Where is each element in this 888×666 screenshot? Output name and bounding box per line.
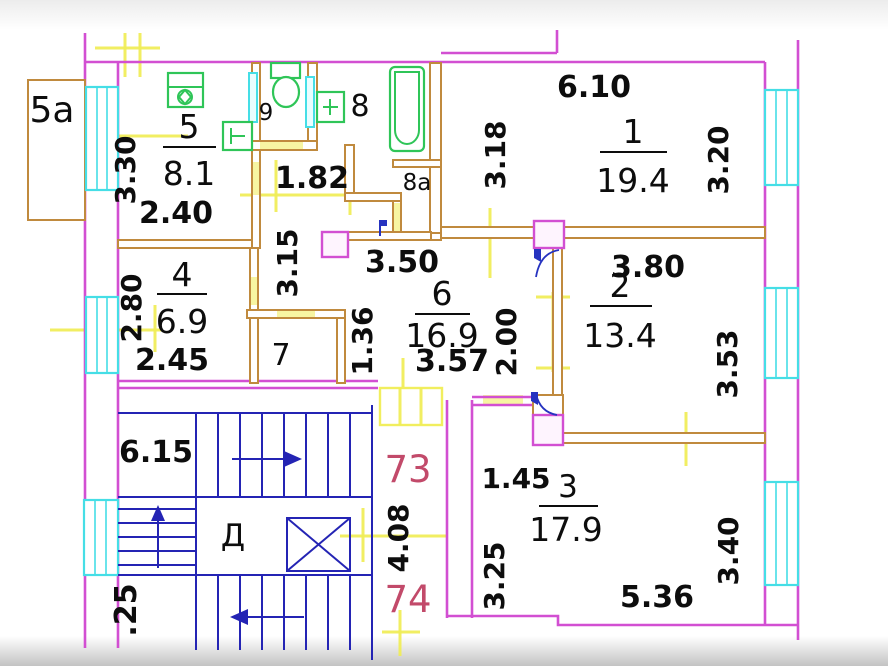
dim-living3-width: 5.36 (620, 580, 694, 615)
balcony-label: 5a (30, 90, 75, 131)
window-living1 (763, 88, 800, 187)
kitchen-stove (166, 71, 205, 109)
room-living2-number: 2 (610, 266, 631, 305)
dim-living3-left: 3.25 (478, 541, 511, 610)
toilet (269, 61, 302, 109)
door-kitchen (248, 72, 258, 123)
bath-sink (315, 90, 346, 124)
door-swings (379, 220, 560, 416)
top-fade-band (0, 0, 888, 30)
dim-kitchen-depth: 3.30 (109, 135, 142, 204)
room-kitchen-area: 8.1 (163, 154, 215, 193)
dim-living3-right: 3.40 (712, 516, 745, 585)
dim-hall-right: 2.00 (490, 307, 523, 376)
dim-hall-bottom: 3.57 (415, 344, 489, 379)
dim-living1-depth-left: 3.18 (479, 120, 512, 189)
fixtures (166, 61, 426, 153)
dim-landing-depth: 4.08 (382, 503, 415, 572)
kitchen-sink (221, 120, 254, 152)
balcony-outline (27, 79, 86, 221)
elevator-shaft (286, 517, 351, 572)
dim-stair-width: 6.15 (119, 435, 193, 470)
window-living2 (763, 286, 800, 380)
room-living3-area: 17.9 (529, 510, 602, 549)
dim-living1-width: 6.10 (557, 70, 631, 105)
elevator-letter: Д (221, 518, 245, 554)
room-living2-area: 13.4 (583, 316, 656, 355)
room-kitchen-number: 5 (179, 107, 200, 146)
window-stairwell (82, 498, 120, 577)
room-room4-number: 4 (172, 255, 193, 294)
window-kitchen (84, 85, 120, 192)
room-hall-area: 16.9 (405, 316, 478, 355)
bathtub (388, 65, 426, 153)
window-living3 (763, 480, 800, 587)
room-bath-niche-number: 8a (403, 170, 432, 196)
entrance-opening (378, 386, 444, 427)
dim-stair-side: .25 (109, 583, 144, 636)
dim-living3-entry: 1.45 (481, 462, 550, 495)
room-closet-number: 7 (271, 338, 290, 373)
apartment-number-top: 73 (384, 448, 431, 491)
dim-kitchen-width: 2.40 (139, 196, 213, 231)
stair-flight-lower (195, 575, 351, 650)
windows (82, 72, 800, 587)
room-wc-number: 9 (259, 100, 274, 126)
stair-flight-side (118, 497, 197, 575)
room-hall-number: 6 (432, 274, 453, 313)
labels: 5a 5 8.1 3.30 2.40 9 8 8a 1.82 1 19.4 6.… (30, 70, 745, 637)
dim-wc-hall-width: 1.82 (275, 161, 349, 196)
room-living3-number: 3 (558, 469, 578, 505)
window-room4 (84, 295, 120, 375)
bottom-fade-band (0, 636, 888, 666)
room-room4-area: 6.9 (156, 302, 208, 341)
dim-hall-mid: 1.36 (346, 306, 379, 375)
dim-living2-width: 3.80 (611, 250, 685, 285)
dim-living1-depth-right: 3.20 (702, 125, 735, 194)
room-living1-number: 1 (623, 112, 644, 151)
dim-hall-top: 3.50 (365, 245, 439, 280)
apartment-number-bottom: 74 (384, 578, 431, 621)
dim-room4-width: 2.45 (135, 343, 209, 378)
dim-living2-depth: 3.53 (711, 329, 744, 398)
dim-room4-depth: 2.80 (115, 273, 148, 342)
door-wc (305, 76, 315, 128)
room-bathroom-number: 8 (350, 89, 369, 124)
room-living1-area: 19.4 (596, 161, 669, 200)
dim-hall-left: 3.15 (271, 228, 304, 297)
staircase (118, 405, 373, 660)
vent-shafts (320, 219, 566, 447)
stair-flight-upper (195, 413, 351, 497)
